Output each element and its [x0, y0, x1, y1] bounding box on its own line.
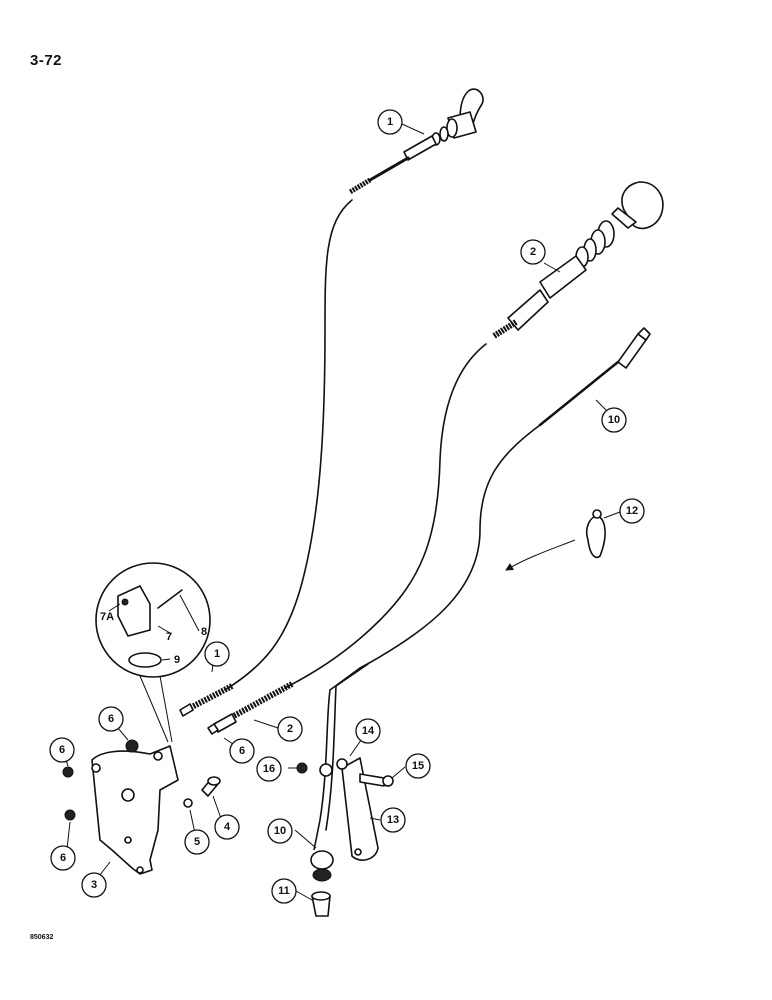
callout-5: 5	[184, 829, 210, 855]
callout-6-a: 6	[98, 706, 124, 732]
callout-14: 14	[355, 718, 381, 744]
cap-screw-15	[359, 773, 394, 787]
svg-text:11: 11	[278, 885, 290, 897]
svg-text:5: 5	[194, 836, 200, 848]
bolt-4	[201, 776, 221, 797]
callout-3: 3	[81, 872, 107, 898]
callout-16: 16	[256, 756, 282, 782]
svg-text:1: 1	[387, 116, 393, 128]
callout-13: 13	[380, 807, 406, 833]
callout-2-top: 2	[520, 239, 546, 265]
svg-text:14: 14	[362, 725, 375, 737]
label-7: 7	[166, 631, 172, 643]
svg-text:2: 2	[530, 246, 536, 258]
lockwasher-5	[183, 798, 193, 808]
callout-11: 11	[271, 878, 297, 904]
svg-text:6: 6	[239, 745, 245, 757]
svg-text:1: 1	[214, 648, 220, 660]
page-number: 3-72	[30, 52, 63, 69]
svg-text:10: 10	[274, 825, 286, 837]
svg-text:4: 4	[224, 821, 231, 833]
callout-1-top: 1	[377, 109, 403, 135]
label-9: 9	[174, 654, 180, 666]
svg-text:15: 15	[412, 760, 424, 772]
adapter-11	[311, 891, 331, 917]
nut-16	[296, 762, 308, 774]
clip-12	[505, 509, 606, 571]
callout-10-bottom: 10	[267, 818, 293, 844]
svg-text:2: 2	[287, 723, 293, 735]
svg-text:6: 6	[60, 852, 66, 864]
callout-1-bottom: 1	[204, 641, 230, 667]
mounting-plate-3	[91, 745, 179, 875]
callout-4: 4	[214, 814, 240, 840]
svg-text:6: 6	[59, 744, 65, 756]
label-8: 8	[201, 626, 207, 638]
nut-6b	[62, 766, 74, 778]
figure-code: 850632	[30, 934, 54, 941]
svg-text:12: 12	[626, 505, 638, 517]
callout-2-bottom: 2	[277, 716, 303, 742]
callout-6-d: 6	[50, 845, 76, 871]
nut-6c	[64, 809, 76, 821]
svg-text:3: 3	[91, 879, 97, 891]
label-7a: 7A	[100, 611, 114, 623]
svg-text:16: 16	[263, 763, 275, 775]
svg-text:13: 13	[387, 814, 399, 826]
callout-15: 15	[405, 753, 431, 779]
support-bracket-13	[319, 757, 379, 861]
callout-6-b: 6	[49, 737, 75, 763]
throttle-cable-1	[179, 88, 484, 717]
throttle-cable-2	[207, 181, 664, 735]
nut-6a	[125, 739, 139, 753]
callout-10-top: 10	[601, 407, 627, 433]
callout-6-c: 6	[229, 738, 255, 764]
callout-12: 12	[619, 498, 645, 524]
svg-text:6: 6	[108, 713, 114, 725]
detail-inset	[95, 562, 211, 743]
cable-10	[310, 327, 651, 882]
svg-text:10: 10	[608, 414, 620, 426]
